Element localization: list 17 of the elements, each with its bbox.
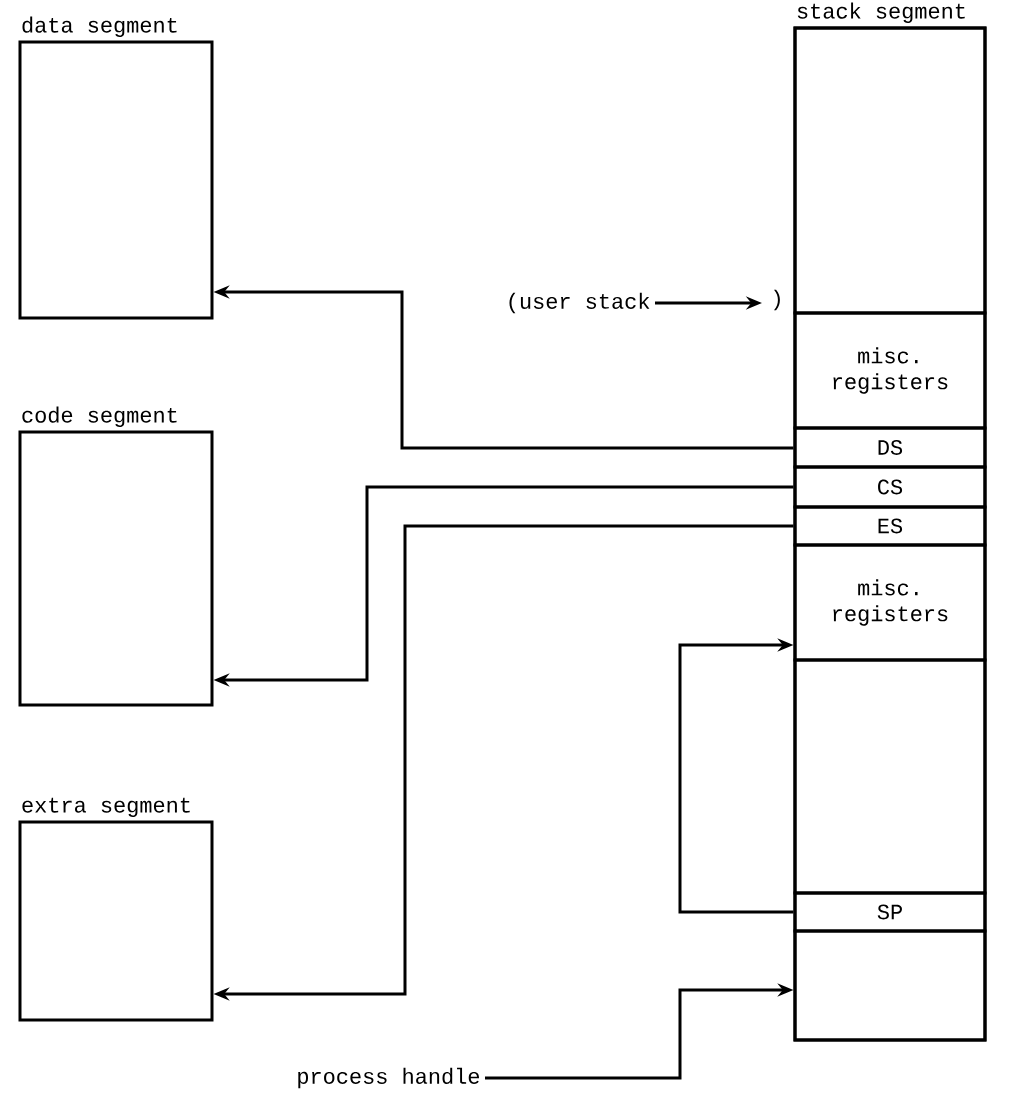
stack-cell (793, 26, 987, 315)
annotation-text: (user stack (509, 292, 650, 314)
register-cell: ES (793, 505, 987, 547)
segment-heading: extra segment (22, 797, 190, 817)
register-cell: CS (793, 465, 987, 509)
register-cell: SP (793, 891, 987, 933)
segment-heading: code segment (22, 406, 177, 427)
annotation-text: ) (774, 289, 780, 311)
register-cell: misc. registers (793, 311, 987, 430)
register-cell: DS (793, 426, 987, 469)
segment-heading: data segment (22, 16, 177, 37)
annotation-text: process handle (298, 1067, 479, 1089)
arrow (678, 638, 794, 914)
stack-cell (793, 929, 987, 1042)
segment-heading: stack segment (797, 2, 965, 23)
register-cell: misc. registers (793, 543, 987, 662)
stack-cell (793, 658, 987, 895)
